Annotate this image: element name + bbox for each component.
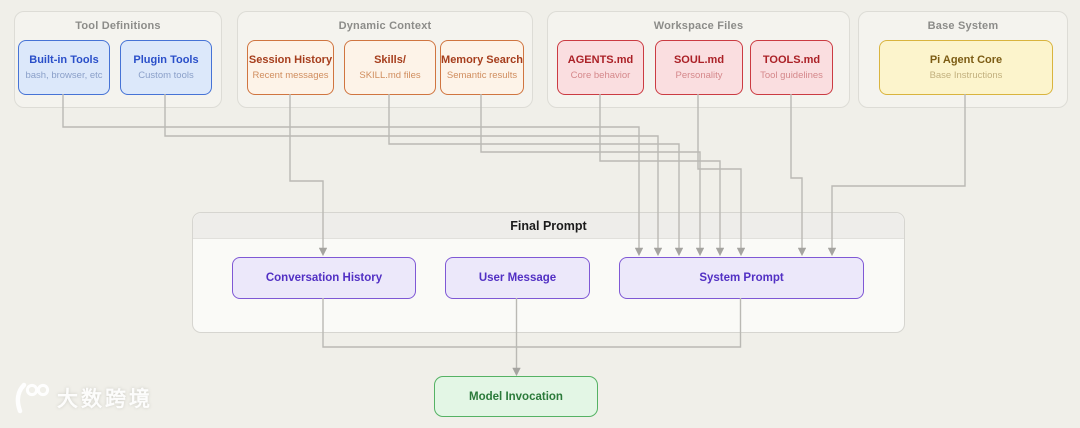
group-title: Dynamic Context bbox=[338, 20, 432, 32]
node-title: Session History bbox=[248, 53, 333, 66]
node-subtitle: Core behavior bbox=[570, 69, 631, 81]
node-subtitle: Base Instructions bbox=[929, 69, 1003, 81]
group-workspace-files: Workspace Files AGENTS.md Core behavior … bbox=[547, 11, 850, 108]
node-subtitle: Tool guidelines bbox=[760, 69, 823, 81]
node-built-in-tools: Built-in Tools bash, browser, etc bbox=[18, 40, 110, 95]
node-memory-search: Memory Search Semantic results bbox=[440, 40, 524, 95]
node-subtitle: Recent messages bbox=[252, 69, 329, 81]
node-soul-md: SOUL.md Personality bbox=[655, 40, 743, 95]
node-title: Skills/ bbox=[374, 53, 406, 66]
node-conversation-history: Conversation History bbox=[232, 257, 416, 299]
node-title: Memory Search bbox=[441, 53, 523, 66]
node-title: AGENTS.md bbox=[567, 53, 634, 66]
node-plugin-tools: Plugin Tools Custom tools bbox=[120, 40, 212, 95]
watermark-text: 大数跨境 bbox=[57, 388, 153, 411]
node-subtitle: Semantic results bbox=[446, 69, 518, 81]
node-subtitle: Custom tools bbox=[138, 69, 194, 81]
group-tool-definitions: Tool Definitions Built-in Tools bash, br… bbox=[14, 11, 222, 108]
node-tools-md: TOOLS.md Tool guidelines bbox=[750, 40, 833, 95]
node-title: Plugin Tools bbox=[133, 53, 199, 66]
group-title: Base System bbox=[927, 20, 999, 32]
node-title: TOOLS.md bbox=[762, 53, 821, 66]
group-base-system: Base System Pi Agent Core Base Instructi… bbox=[858, 11, 1068, 108]
final-prompt-container: Final Prompt Conversation History User M… bbox=[192, 212, 905, 333]
node-skills: Skills/ SKILL.md files bbox=[344, 40, 436, 95]
final-prompt-title: Final Prompt bbox=[193, 213, 904, 239]
node-model-invocation: Model Invocation bbox=[434, 376, 598, 417]
node-subtitle: SKILL.md files bbox=[359, 69, 421, 81]
node-pi-agent-core: Pi Agent Core Base Instructions bbox=[879, 40, 1053, 95]
node-title: Built-in Tools bbox=[29, 53, 99, 66]
node-subtitle: Personality bbox=[675, 69, 723, 81]
group-title: Tool Definitions bbox=[75, 20, 161, 32]
node-session-history: Session History Recent messages bbox=[247, 40, 334, 95]
node-title: Pi Agent Core bbox=[929, 53, 1003, 66]
node-system-prompt: System Prompt bbox=[619, 257, 864, 299]
node-user-message: User Message bbox=[445, 257, 590, 299]
watermark-logo-icon bbox=[15, 382, 50, 414]
node-title: SOUL.md bbox=[673, 53, 725, 66]
watermark: 大数跨境 bbox=[10, 382, 153, 414]
group-title: Workspace Files bbox=[653, 20, 744, 32]
node-agents-md: AGENTS.md Core behavior bbox=[557, 40, 644, 95]
node-subtitle: bash, browser, etc bbox=[25, 69, 103, 81]
group-dynamic-context: Dynamic Context Session History Recent m… bbox=[237, 11, 533, 108]
